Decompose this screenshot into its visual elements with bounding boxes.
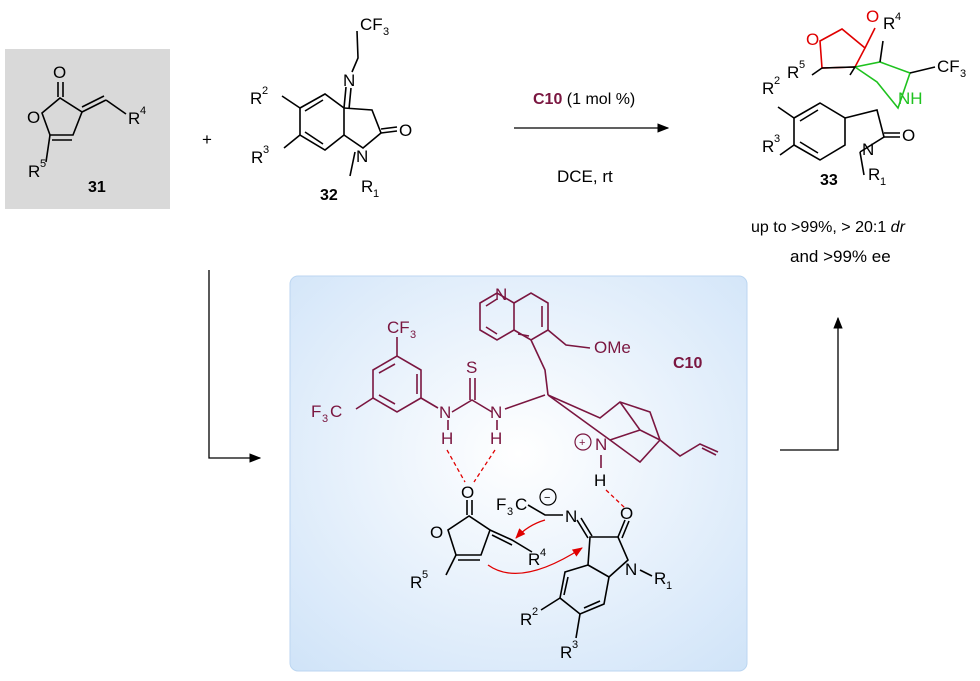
- ts-isatin-r2: R: [520, 610, 532, 629]
- ts-isatin-r3-sup: 3: [572, 639, 578, 651]
- c33-cf3: CF: [937, 57, 960, 76]
- compound-33: O O R 4 R 5 CF 3 NH O N R 1 R 2 R 3 33: [762, 7, 966, 189]
- plus-sign: +: [202, 130, 212, 149]
- ts-quinuclidine-h: H: [594, 471, 606, 490]
- c33-r4: R: [883, 14, 895, 33]
- ts-cf3-top-sub: 3: [410, 329, 416, 341]
- c33-n: N: [862, 140, 874, 159]
- ts-ketimine-anion: F 3 C − N O N R 1 R 2 R 3: [496, 488, 672, 662]
- minus-charge-circle: [539, 488, 557, 506]
- results-dr: dr: [891, 219, 906, 236]
- c31-r4-sup: 4: [140, 105, 146, 117]
- compound-32: CF 3 N O N R 1 R 2 R 3 32: [250, 15, 412, 204]
- reaction-conditions: C10 (1 mol %) DCE, rt: [514, 91, 670, 186]
- curved-arrow-1: [515, 519, 546, 539]
- c33-r3: R: [762, 137, 774, 156]
- ts-quinoline-n: N: [495, 285, 507, 304]
- c32-r3: R: [251, 148, 263, 167]
- arrow-into-ts: [208, 270, 262, 463]
- ts-butenolide-r4-sup: 4: [540, 547, 546, 559]
- ts-f3c: F: [311, 402, 321, 421]
- ts-thiourea-n1: N: [439, 403, 451, 422]
- ts-f3c2-sub: 3: [507, 506, 513, 518]
- c33-r1-sub: 1: [880, 176, 886, 188]
- catalyst-label: C10: [533, 91, 562, 108]
- svg-text:up to >99%, > 20:1 dr: up to >99%, > 20:1 dr: [751, 219, 906, 236]
- ts-catalyst-label: C10: [673, 355, 702, 372]
- ts-thiourea-h2: H: [490, 429, 502, 448]
- plus-charge-circle: [574, 433, 592, 451]
- c32-r3-sup: 3: [263, 144, 269, 156]
- ts-isatin-r2-sup: 2: [532, 606, 538, 618]
- compound-31: O O R 4 R 5 31: [5, 49, 170, 209]
- c33-o: O: [902, 126, 915, 145]
- ts-quinuclidine-n: N: [595, 435, 607, 454]
- c31-r4: R: [128, 109, 140, 128]
- ts-isatin-r1-sub: 1: [666, 580, 672, 592]
- c32-r2: R: [250, 89, 262, 108]
- c33-r1: R: [868, 165, 880, 184]
- ts-isatin-n: N: [625, 560, 637, 579]
- c32-n: N: [356, 147, 368, 166]
- curved-arrow-2: [487, 547, 583, 575]
- c32-r2-sup: 2: [262, 85, 268, 97]
- ts-minus-sym: −: [544, 492, 550, 504]
- c32-o: O: [399, 121, 412, 140]
- c32-imine-n: N: [343, 71, 355, 90]
- ts-substrate-butenolide: O O R 4 R 5: [410, 483, 546, 592]
- c33-r2: R: [762, 79, 774, 98]
- ts-thiourea-h1: H: [441, 429, 453, 448]
- substrate-31-box: [5, 49, 170, 209]
- results-line2: and >99% ee: [790, 247, 891, 266]
- results-line1: up to >99%, > 20:1: [751, 219, 891, 236]
- c33-number: 33: [820, 172, 838, 189]
- ts-butenolide-r4: R: [528, 550, 540, 569]
- c33-lactone-carbonyl-o: O: [866, 7, 879, 26]
- arrow-out-of-ts: [780, 316, 843, 451]
- ts-butenolide-o2: O: [430, 523, 443, 542]
- c33-r5: R: [787, 63, 799, 82]
- catalyst-loading: (1 mol %): [562, 91, 635, 108]
- ts-isatin-r1: R: [654, 569, 666, 588]
- c31-carbonyl-o: O: [53, 63, 66, 82]
- c31-number: 31: [88, 179, 106, 196]
- c32-cf3-sub: 3: [383, 26, 389, 38]
- ts-f3c-sub: 3: [322, 413, 328, 425]
- catalyst-c10-structure: CF 3 F 3 C S N H N H N OMe + N H C10: [311, 285, 719, 490]
- ts-isatin-o: O: [620, 504, 633, 523]
- ts-f3c-c: C: [330, 402, 342, 421]
- c32-number: 32: [320, 187, 338, 204]
- c33-r3-sup: 3: [774, 133, 780, 145]
- ts-imine-n: N: [565, 507, 577, 526]
- c33-lactone-ring-o: O: [806, 30, 819, 49]
- ts-butenolide-r5: R: [410, 573, 422, 592]
- ts-ome: OMe: [594, 338, 631, 357]
- c33-r5-sup: 5: [799, 59, 805, 71]
- ts-butenolide-o1: O: [461, 483, 474, 502]
- ts-isatin-r3: R: [560, 643, 572, 662]
- transition-state-box: CF 3 F 3 C S N H N H N OMe + N H C10: [289, 275, 748, 672]
- c33-nh: NH: [898, 89, 923, 108]
- c33-r4-sup: 4: [895, 11, 901, 23]
- c31-ring-o: O: [27, 108, 40, 127]
- c33-cf3-sub: 3: [960, 68, 966, 80]
- ts-plus-sym: +: [579, 437, 585, 449]
- ts-butenolide-r5-sup: 5: [422, 569, 428, 581]
- ts-f3c2: F: [496, 495, 506, 514]
- ts-cf3-top: CF: [387, 318, 410, 337]
- ts-thiourea-n2: N: [490, 403, 502, 422]
- ts-thiourea-s: S: [466, 358, 477, 377]
- c33-r2-sup: 2: [774, 75, 780, 87]
- c32-cf3: CF: [360, 15, 383, 34]
- solvent-conditions: DCE, rt: [557, 167, 613, 186]
- c31-r5-sup: 5: [40, 158, 46, 170]
- c31-r5: R: [28, 162, 40, 181]
- svg-text:C10 (1 mol %): C10 (1 mol %): [533, 91, 635, 108]
- c32-r1-sub: 1: [373, 188, 379, 200]
- c32-r1: R: [361, 177, 373, 196]
- ts-f3c2-c: C: [515, 495, 527, 514]
